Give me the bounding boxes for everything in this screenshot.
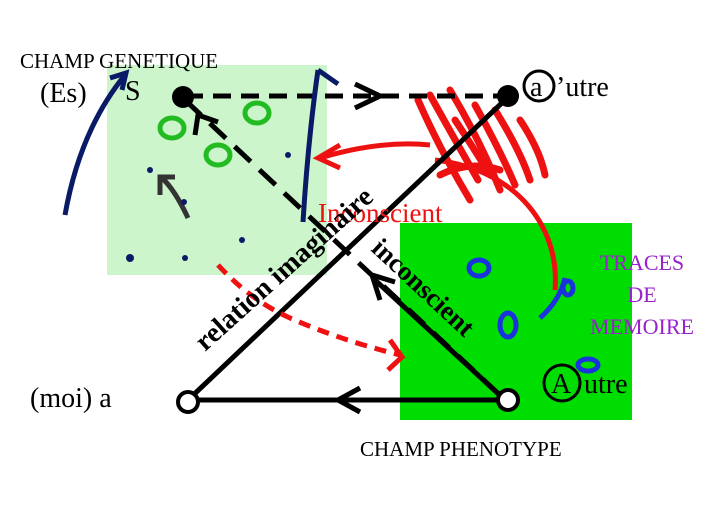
red-arrow-upper: [319, 141, 431, 161]
circle-a-ring: [522, 69, 556, 103]
node-moi: [176, 390, 200, 414]
green-circles: [157, 100, 272, 168]
traces-line3: MEMOIRE: [590, 314, 694, 339]
traces-line1: TRACES: [600, 250, 684, 275]
blue-marks: [466, 257, 601, 374]
node-S: [172, 86, 194, 108]
moi-label: (moi) a: [30, 383, 112, 414]
red-hatching: [414, 86, 549, 204]
red-dashed-arrow-head: [386, 338, 406, 372]
arrow-head-inconscient: [368, 271, 396, 301]
navy-arrow-mid: [300, 69, 321, 223]
line-S-A: [183, 98, 507, 402]
node-autre: [497, 85, 519, 107]
s-label: S: [125, 76, 141, 107]
navy-arrow-left-head: [109, 69, 130, 91]
inconscient-red-label: Inconscient: [318, 198, 443, 228]
es-label: (Es): [40, 78, 87, 109]
autre-a-label: a: [530, 72, 543, 103]
navy-arrow-left: [62, 73, 127, 216]
line-A-inconscient: [373, 278, 507, 402]
champ-genetique-label: CHAMP GENETIQUE: [20, 49, 218, 73]
autre-utre-top-label: ’utre: [556, 72, 609, 103]
gray-arrow: [160, 176, 191, 220]
gray-arrow-head: [157, 174, 175, 195]
arrow-head-bottom: [332, 385, 362, 415]
champ-phenotype-label: CHAMP PHENOTYPE: [360, 437, 562, 461]
navy-arrow-mid-head: [316, 67, 340, 87]
arrow-head-diag: [192, 111, 219, 136]
autre-A-label: A: [551, 369, 572, 400]
traces-line2: DE: [627, 282, 656, 307]
red-dashed-arrow: [216, 263, 401, 358]
navy-dots: [126, 152, 291, 262]
genetic-field: [107, 65, 327, 275]
circle-A-ring: [542, 363, 582, 403]
autre-utre-bottom-label: utre: [584, 369, 628, 400]
arrow-head-top: [353, 81, 386, 111]
red-arrow-head: [312, 142, 342, 171]
node-A: [496, 388, 520, 412]
red-curve-right: [434, 157, 558, 291]
